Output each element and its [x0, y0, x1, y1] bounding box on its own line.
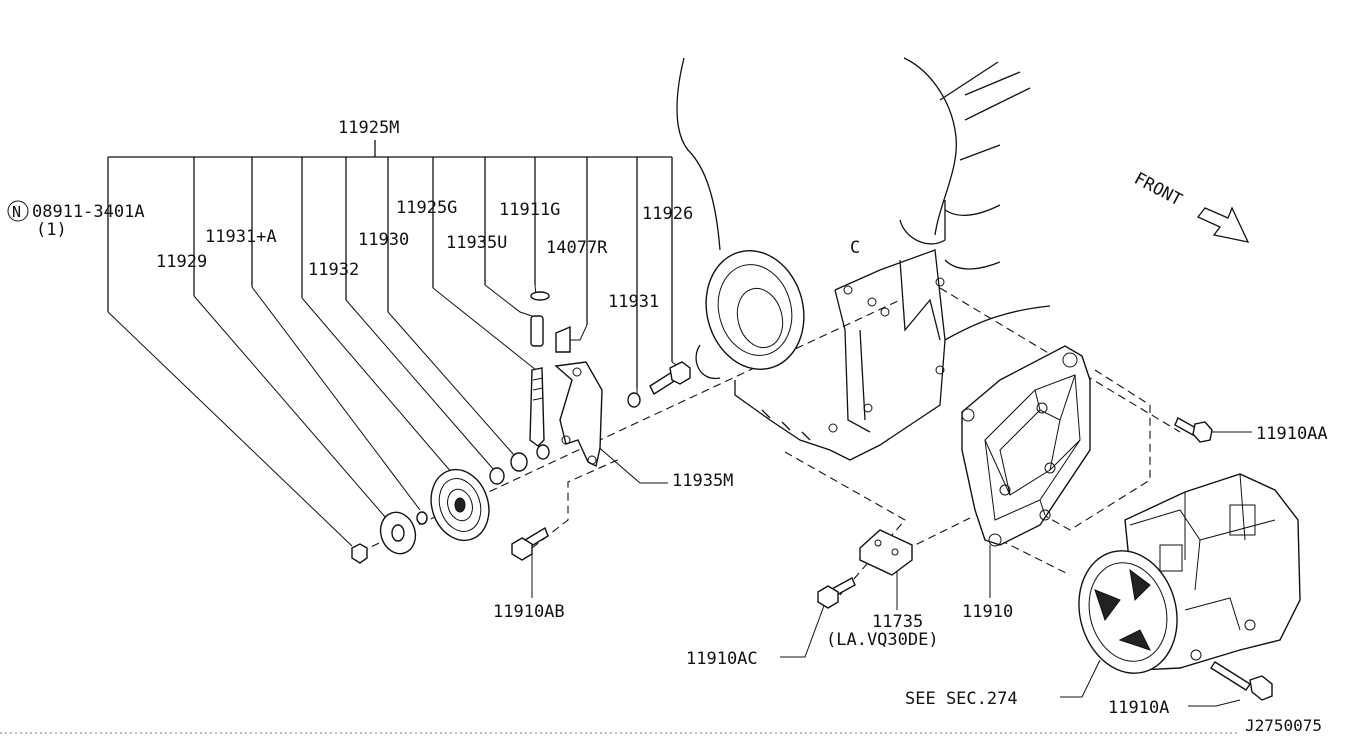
- label-11931A: 11931+A: [205, 227, 277, 247]
- label-11910AC: 11910AC: [686, 649, 758, 669]
- stud-11935U: [530, 315, 544, 347]
- spacer-11931A: [416, 511, 428, 525]
- leaders-right: [531, 431, 1252, 707]
- bracket-11735: [859, 529, 913, 576]
- compressor-clutch: [1078, 550, 1178, 674]
- assembly-dashed-lines: [359, 287, 1181, 596]
- clip-14077R: [555, 325, 571, 353]
- bolt-11910A: [1210, 661, 1273, 701]
- compressor-bracket-11910: [961, 345, 1091, 547]
- label-C: C: [850, 238, 860, 258]
- label-08911-3401A: 08911-3401A: [32, 202, 145, 222]
- spacer-11930: [489, 467, 505, 485]
- label-11930: 11930: [358, 230, 409, 250]
- front-arrow-icon: [1196, 206, 1250, 243]
- label-11925G: 11925G: [396, 198, 457, 218]
- washer-11925G: [510, 452, 528, 472]
- label-11910AB: 11910AB: [493, 602, 565, 622]
- label-11911G: 11911G: [499, 200, 560, 220]
- label-14077R: 14077R: [546, 238, 608, 258]
- ac-compressor: [1078, 473, 1301, 674]
- washer-11931: [627, 392, 641, 408]
- bolt-11910AC: [817, 577, 856, 609]
- label-11735: 11735: [872, 612, 923, 632]
- engine-block: [676, 57, 1051, 461]
- label-11929: 11929: [156, 252, 207, 272]
- bolt-11910AA: [1174, 417, 1213, 443]
- label-n-circle: N: [12, 203, 21, 221]
- stud-bolt-11935U: [529, 367, 545, 447]
- crank-pulley: [705, 250, 805, 370]
- label-11931: 11931: [608, 292, 659, 312]
- label-11910: 11910: [962, 602, 1013, 622]
- label-11935U: 11935U: [446, 233, 507, 253]
- label-11910A: 11910A: [1108, 698, 1169, 718]
- n-circle-icon: [7, 200, 29, 222]
- left-parts: [351, 291, 691, 564]
- label-11925M: 11925M: [338, 118, 399, 138]
- label-diagram-code: J2750075: [1245, 716, 1322, 735]
- label-11910AA: 11910AA: [1256, 424, 1328, 444]
- clip-11911G: [530, 291, 550, 301]
- label-front: FRONT: [1131, 169, 1186, 211]
- label-08911-qty: (1): [36, 220, 67, 240]
- bracket-tree-11925M: [107, 140, 679, 547]
- label-11735-note: (LA.VQ30DE): [826, 630, 939, 650]
- label-11935M: 11935M: [672, 471, 733, 491]
- label-see-sec-274: SEE SEC.274: [905, 689, 1018, 709]
- nut-08911: [351, 543, 368, 564]
- label-11932: 11932: [308, 260, 359, 280]
- label-11926: 11926: [642, 204, 693, 224]
